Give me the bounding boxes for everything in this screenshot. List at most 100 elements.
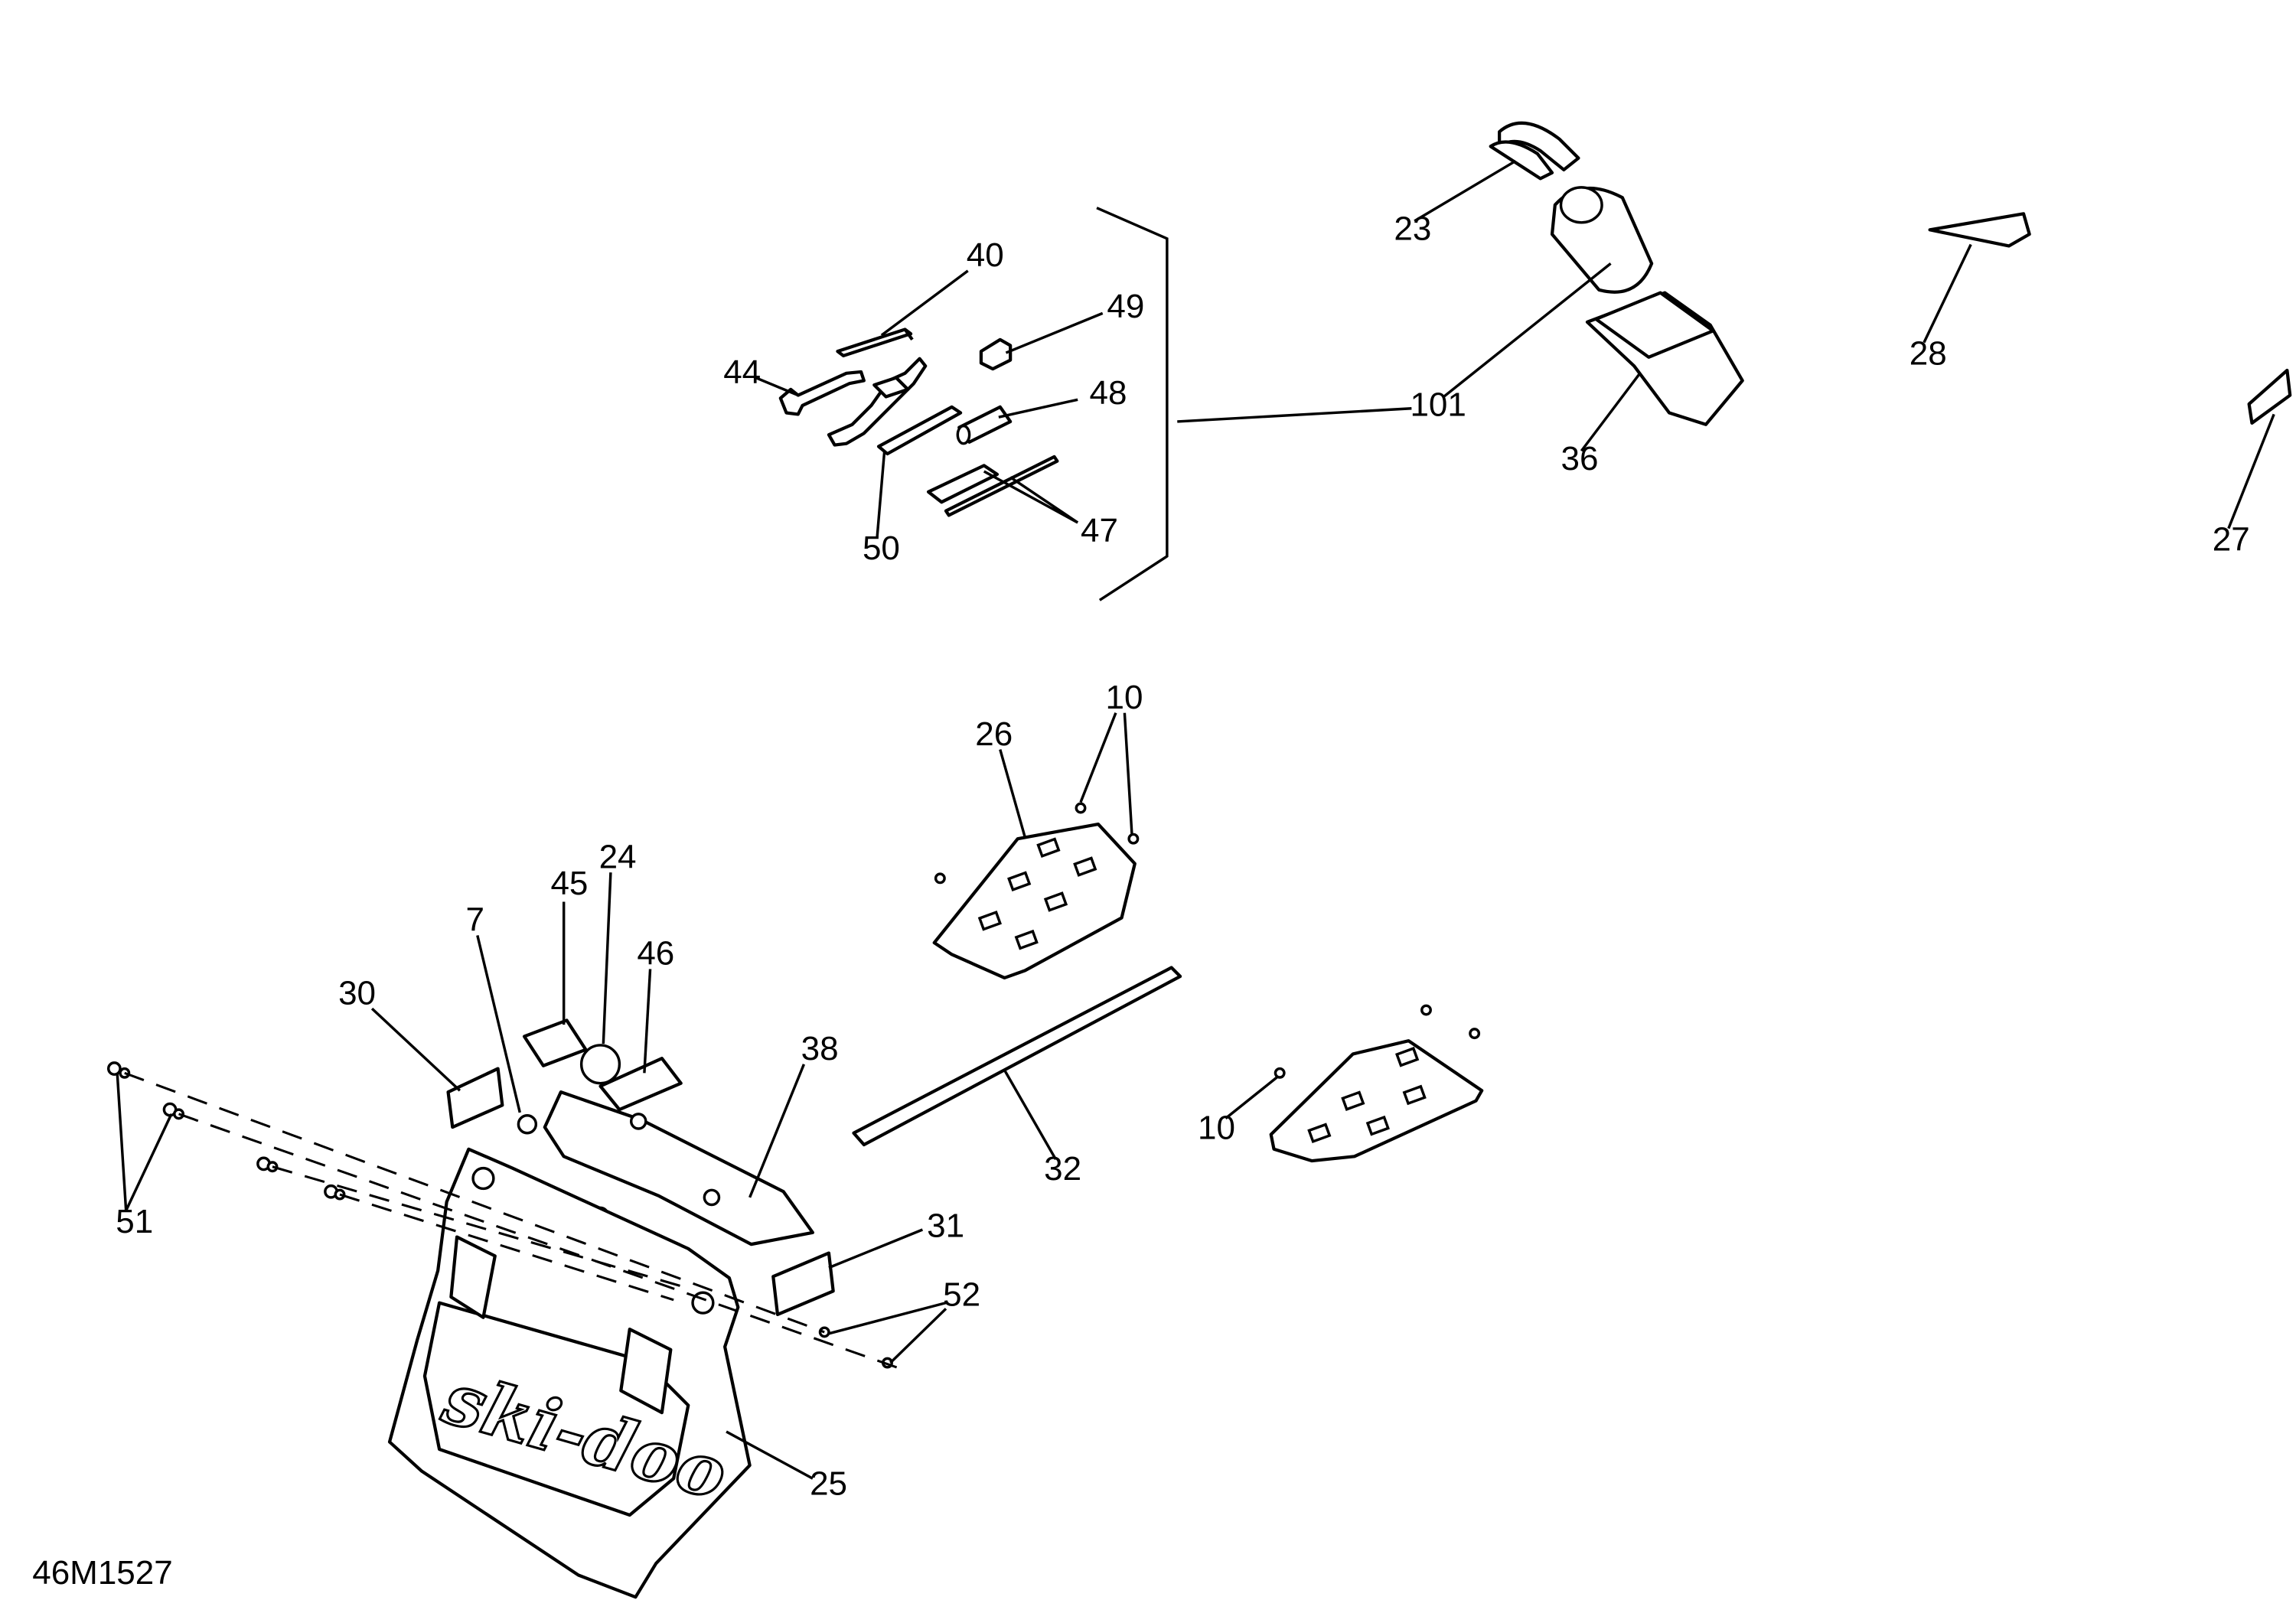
leader-101a [1177, 407, 1412, 423]
callout-52: 52 [943, 1276, 980, 1313]
footrest-slot [1043, 891, 1068, 912]
alignment-line [272, 1165, 689, 1289]
leader-10-lower [1225, 1076, 1278, 1119]
socket-end [956, 424, 971, 445]
footrest-26-part [932, 822, 1137, 980]
mudflap-hole [471, 1166, 495, 1191]
callout-32: 32 [1044, 1150, 1081, 1188]
mudflap-rib-left [449, 1235, 497, 1319]
callout-10-lower: 10 [1198, 1109, 1235, 1146]
alignment-line [178, 1113, 902, 1370]
footrest-slot [1014, 929, 1039, 950]
footrest-slot [1007, 871, 1032, 891]
screwdriver-shaft [944, 455, 1059, 517]
callout-101: 101 [1410, 386, 1466, 423]
leader-48 [998, 398, 1078, 419]
upper-bar-38-part [543, 1090, 815, 1246]
leader-lines [116, 159, 2275, 1480]
long-strip-32-part [852, 966, 1182, 1147]
screw-10 [1127, 833, 1140, 845]
leader-26 [999, 749, 1026, 838]
leader-36 [1580, 372, 1642, 452]
footrest-slot [1036, 837, 1061, 858]
footrest-lower [1269, 1004, 1484, 1163]
callout-30: 30 [338, 974, 376, 1012]
alignment-line [339, 1193, 674, 1302]
storage-box-lid [1594, 291, 1715, 359]
screw-10 [934, 872, 946, 885]
strap-retainer-inner [1489, 140, 1554, 181]
leader-51 [116, 1073, 173, 1211]
callout-49: 49 [1107, 288, 1144, 325]
leader-30 [370, 1007, 461, 1092]
bolt-51 [106, 1061, 122, 1076]
screw-10 [1274, 1067, 1286, 1079]
strap-part [876, 405, 963, 456]
callout-7: 7 [466, 901, 484, 939]
wedge-part-28 [1928, 212, 2031, 248]
leader-47 [983, 470, 1079, 524]
screw-10 [1420, 1004, 1432, 1016]
multi-tool-part [827, 357, 928, 447]
grommet-7-part [517, 1114, 538, 1135]
callout-26: 26 [975, 715, 1013, 753]
leader-101b [1443, 262, 1612, 398]
screw-10 [1075, 802, 1087, 814]
leader-49 [1005, 311, 1104, 354]
multi-tool-head [872, 376, 910, 399]
leader-50 [876, 451, 886, 538]
leader-25 [726, 1430, 814, 1480]
footrest-upper [932, 802, 1140, 980]
decals-group [446, 1018, 835, 1317]
mudflap-assembly: ski-doo [387, 1090, 815, 1599]
leader-28 [1923, 243, 1972, 344]
leader-10-upper [1079, 712, 1133, 835]
decal-30-part [446, 1067, 504, 1129]
callout-23: 23 [1394, 210, 1431, 248]
callout-24: 24 [599, 838, 637, 875]
emblem-24-part [579, 1044, 621, 1085]
callout-50: 50 [863, 530, 900, 567]
callout-46: 46 [637, 935, 674, 973]
callout-44: 44 [723, 354, 761, 391]
leader-52 [828, 1301, 947, 1364]
footrest-slot [1395, 1046, 1420, 1067]
callout-27: 27 [2213, 520, 2250, 558]
leader-46 [643, 969, 652, 1074]
callout-25: 25 [810, 1465, 847, 1502]
footrest-slot [1073, 856, 1097, 877]
callout-45: 45 [550, 865, 588, 902]
figure-id: 46M1527 [32, 1554, 172, 1592]
callout-48: 48 [1089, 374, 1127, 412]
footrest-slot [977, 911, 1002, 931]
callout-10-upper: 10 [1106, 679, 1143, 716]
cylinder-cap [1559, 186, 1603, 224]
footrest-slot [1307, 1123, 1332, 1144]
leader-27 [2227, 413, 2275, 530]
callout-labels: 40 49 44 48 50 47 101 23 36 28 27 10 26 … [32, 210, 2250, 1592]
callout-47: 47 [1081, 512, 1118, 549]
leader-38 [748, 1064, 806, 1198]
tool-kit-bracket [1096, 207, 1169, 601]
mudflap-rib-right [619, 1327, 673, 1415]
leader-7 [476, 935, 521, 1113]
callout-31: 31 [927, 1207, 964, 1245]
callout-36: 36 [1561, 440, 1598, 477]
bolt-51 [334, 1188, 346, 1201]
leader-44 [755, 376, 799, 397]
callout-28: 28 [1910, 334, 1947, 372]
bar-hole [703, 1188, 721, 1207]
footrest-slot [1341, 1090, 1365, 1111]
leader-31 [828, 1228, 924, 1269]
footrest-lower-part [1269, 1039, 1484, 1163]
leader-24 [602, 872, 612, 1044]
callout-38: 38 [801, 1030, 839, 1067]
screwdriver-handle [926, 464, 1000, 504]
clip-part [979, 337, 1013, 371]
bar-hole [629, 1113, 647, 1130]
leader-40 [880, 269, 969, 337]
decal-45-part [522, 1018, 588, 1067]
callout-51: 51 [116, 1203, 153, 1240]
allen-key-part [836, 327, 914, 357]
